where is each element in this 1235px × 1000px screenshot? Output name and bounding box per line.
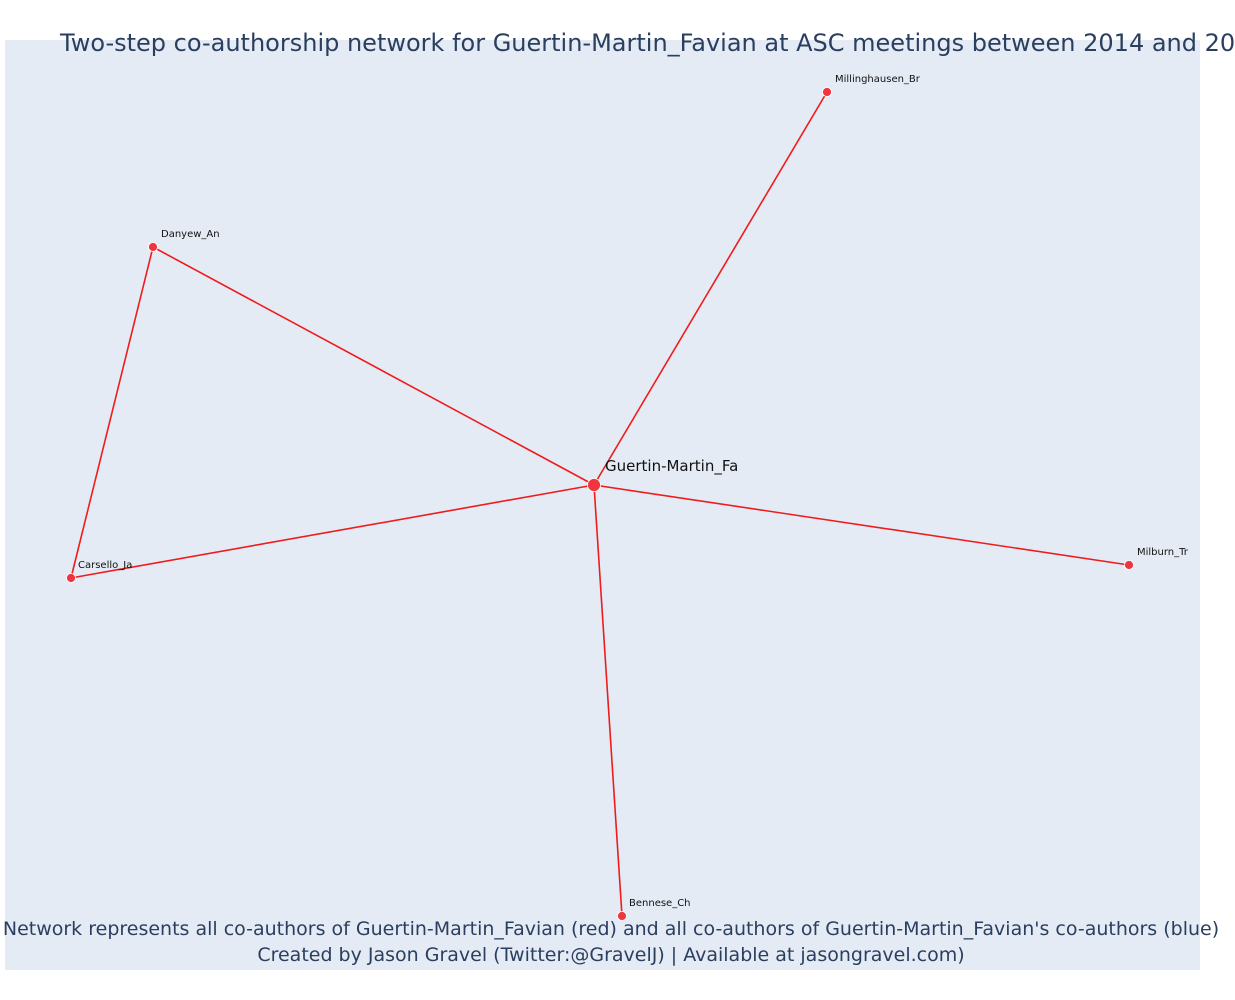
labels-layer: Guertin-Martin_Fa Millinghausen_BrDanyew_… [78, 74, 1189, 909]
node-label-bennese: Bennese_Ch [629, 898, 691, 909]
caption-description: Network represents all co-authors of Gue… [2, 918, 1220, 940]
node-label-danyew: Danyew_An [161, 229, 220, 240]
caption-credit: Created by Jason Gravel (Twitter:@Gravel… [257, 944, 965, 966]
node-carsello[interactable] [66, 573, 76, 583]
node-guertin[interactable] [587, 478, 601, 492]
edges-layer [70, 91, 1130, 917]
network-figure: Two-step co-authorship network for Guert… [3, 29, 1235, 970]
node-label-carsello: Carsello_Ja [78, 560, 132, 571]
network-graph: Guertin-Martin_Fa Millinghausen_BrDanyew_… [66, 74, 1189, 921]
edge-guertin-bennese [593, 484, 623, 917]
node-label-millinghausen: Millinghausen_Br [835, 74, 921, 85]
edge-guertin-millinghausen [593, 91, 828, 486]
node-milburn[interactable] [1124, 560, 1134, 570]
plot-area [5, 40, 1200, 970]
edge-guertin-danyew [152, 246, 595, 486]
edge-danyew-carsello [70, 246, 154, 579]
node-label-guertin: Guertin-Martin_Fa [605, 457, 738, 476]
node-label-milburn: Milburn_Tr [1137, 547, 1189, 558]
node-danyew[interactable] [148, 242, 158, 252]
node-bennese[interactable] [617, 911, 627, 921]
chart-title: Two-step co-authorship network for Guert… [60, 29, 1235, 57]
nodes-layer [66, 87, 1134, 921]
edge-guertin-milburn [593, 484, 1130, 566]
node-millinghausen[interactable] [822, 87, 832, 97]
edge-guertin-carsello [70, 484, 595, 579]
